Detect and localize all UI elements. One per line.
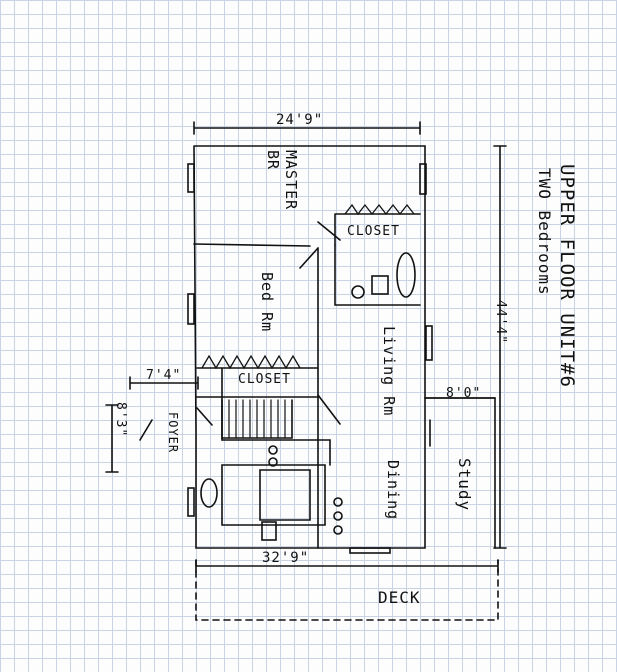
master-bedroom-label: MASTER BR [264,150,300,211]
depth-label: 44'4" [493,300,508,345]
outer-wall [193,145,426,549]
bed-room-label: Bed Rm [258,272,276,333]
title-line2: TWO Bedrooms [535,168,554,296]
closet-upper-wall [334,213,421,246]
closet-lower-label: CLOSET [238,372,291,387]
study-label: Study [455,458,474,512]
kitchen-counter [221,439,331,526]
deck-label: DECK [378,588,421,607]
closet-upper-label: CLOSET [347,224,400,239]
deck-outline [195,559,499,621]
study-width-label: 8'0" [446,386,482,401]
foyer-dimension-line [129,376,199,390]
top-dimension-line [193,121,421,135]
top-width-label: 24'9" [276,112,324,128]
bottom-width-label: 32'9" [262,550,310,566]
bottom-dimension-line [195,559,499,573]
stair-treads [228,399,286,439]
foyer-width-label: 7'4" [146,368,182,383]
depth-dimension-line [493,145,507,549]
bathroom-wall [334,244,421,306]
door-swing [139,221,341,441]
living-room-label: Living Rm [380,326,398,417]
foyer-depth-line [105,404,119,473]
master-bedroom-wall [193,243,311,247]
foyer-depth-label: 8'3" [113,402,128,438]
title-line1: UPPER FLOOR UNIT#6 [556,164,578,388]
foyer-label: FOYER [166,412,180,454]
dining-label: Dining [384,460,402,521]
kitchen-island [259,469,311,521]
